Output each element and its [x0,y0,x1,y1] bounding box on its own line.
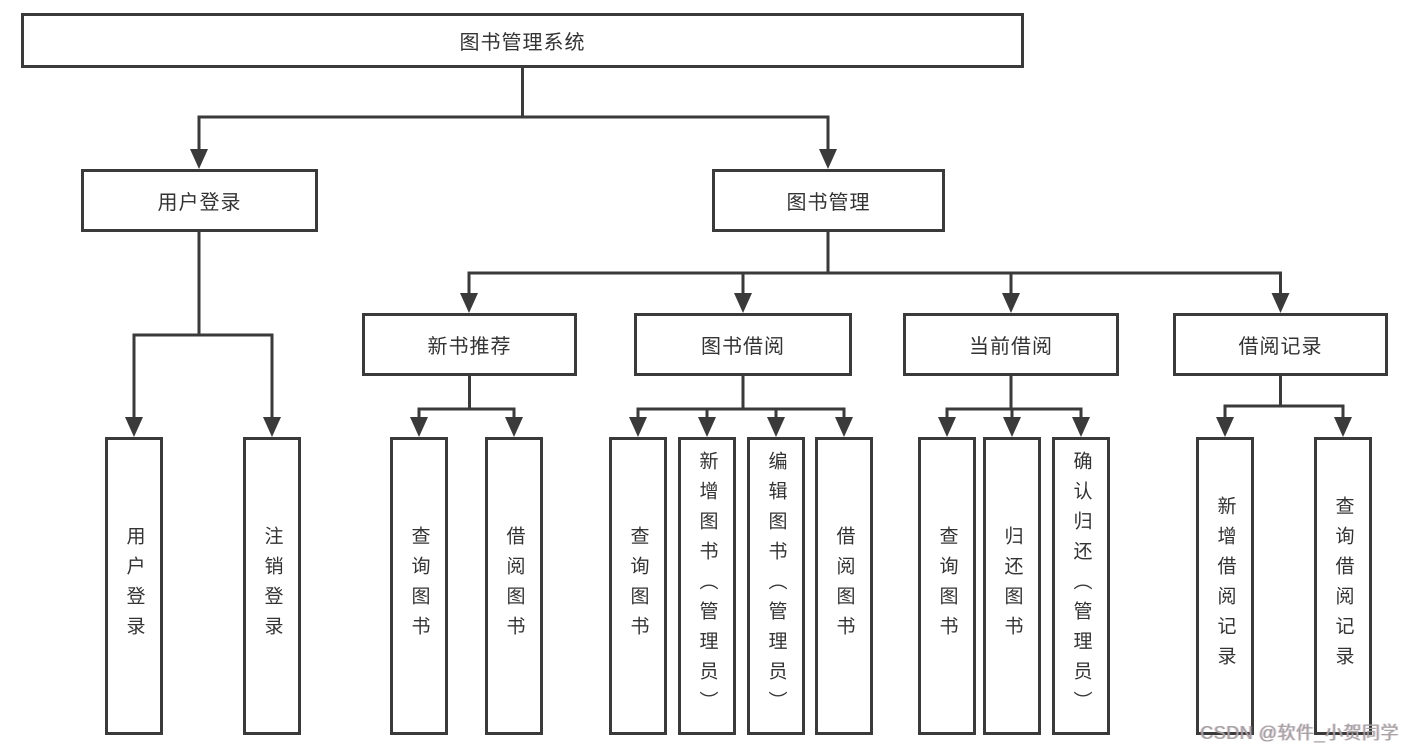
node-root: 图书管理系统 [21,13,1024,68]
node-new-book-recommend: 新书推荐 [362,313,577,376]
node-book-borrow-label: 图书借阅 [701,336,785,358]
node-borrow-records: 借阅记录 [1173,313,1388,376]
leaf-add-borrow-record: 新增借阅记录 [1196,437,1254,735]
leaf-borrow-books-1: 借阅图书 [485,437,543,735]
edge-newbook-to-leaves [417,376,516,421]
node-root-label: 图书管理系统 [459,32,586,54]
node-book-management-label: 图书管理 [786,192,871,214]
edge-currentborrow-to-leaves [945,376,1083,421]
edge-records-to-leaves [1223,376,1345,421]
node-user-login: 用户登录 [81,169,318,232]
edge-bookborrow-to-leaves [636,376,846,421]
node-new-book-recommend-label: 新书推荐 [427,336,512,358]
leaf-query-borrow-record: 查询借阅记录 [1314,437,1372,735]
edge-userlogin-to-leaves [132,232,274,421]
node-book-borrow: 图书借阅 [634,313,852,376]
leaf-borrow-books-2: 借阅图书 [815,437,873,735]
edge-root-to-level2 [197,68,830,153]
leaf-query-books-1: 查询图书 [390,437,448,735]
watermark: CSDN @软件_小贺同学 [1200,723,1399,743]
leaf-return-book: 归还图书 [983,437,1041,735]
leaf-edit-book-admin: 编辑图书（管理员） [747,437,805,735]
leaf-add-book-admin: 新增图书（管理员） [678,437,736,735]
leaf-query-books-2: 查询图书 [609,437,667,735]
node-current-borrow-label: 当前借阅 [969,336,1053,358]
node-borrow-records-label: 借阅记录 [1238,336,1323,358]
leaf-query-books-3: 查询图书 [918,437,976,735]
node-user-login-label: 用户登录 [157,192,242,214]
edge-bookmgmt-to-level3 [467,232,1282,297]
leaf-user-login: 用户登录 [105,437,163,735]
node-current-borrow: 当前借阅 [903,313,1119,376]
leaf-logout: 注销登录 [243,437,301,735]
node-book-management: 图书管理 [712,169,945,232]
leaf-confirm-return-admin: 确认归还（管理员） [1052,437,1110,735]
